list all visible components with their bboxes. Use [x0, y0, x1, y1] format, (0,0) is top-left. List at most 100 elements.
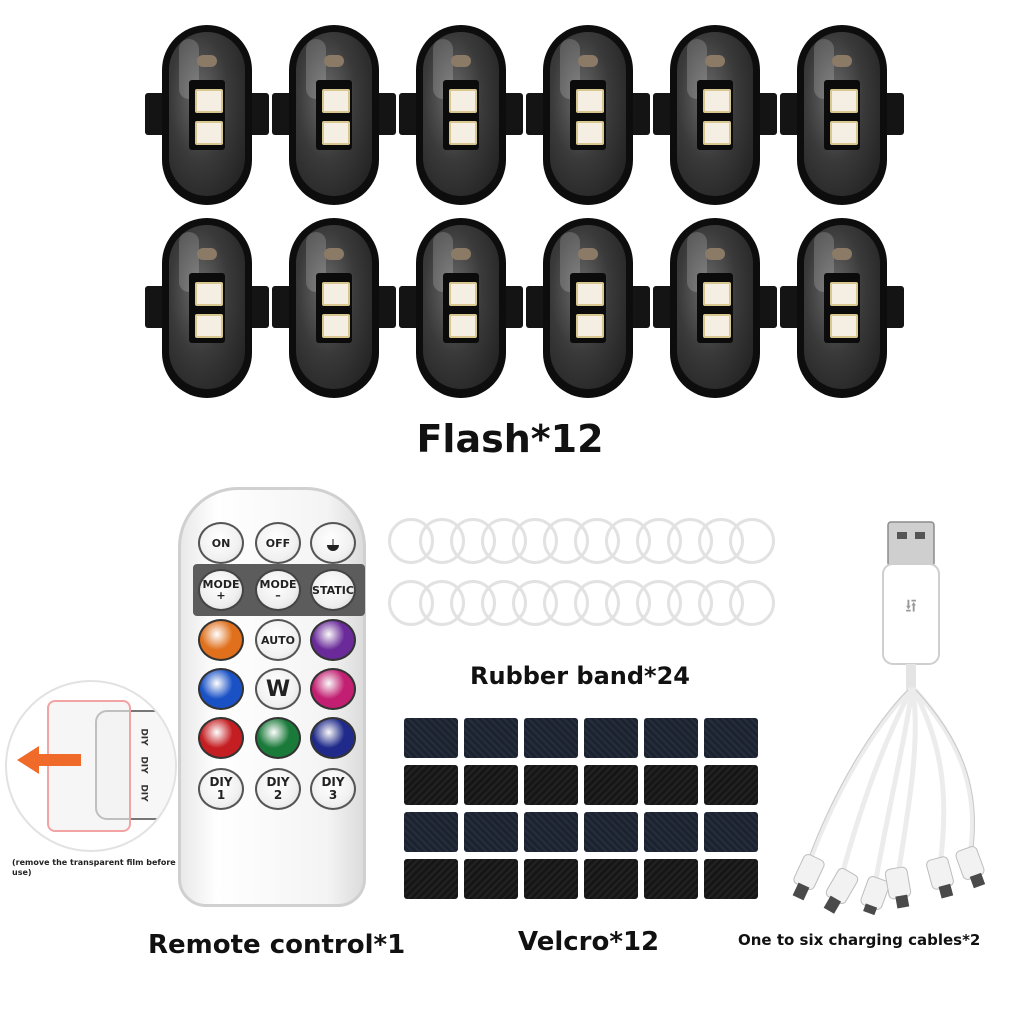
diy2-button[interactable]: DIY 2	[255, 768, 301, 810]
velcro-pad	[524, 718, 578, 758]
velcro-pad	[524, 765, 578, 805]
green-color-button[interactable]	[255, 717, 301, 759]
static-label: STATIC	[312, 583, 354, 597]
orange-color-button[interactable]	[198, 619, 244, 661]
switch	[832, 55, 852, 67]
flash-light	[526, 218, 650, 398]
sun-icon	[327, 539, 339, 551]
inset-diy-text: DIY	[138, 728, 149, 746]
w-label: W	[265, 676, 291, 702]
velcro-pad	[644, 718, 698, 758]
velcro-pad	[584, 859, 638, 899]
flash-light	[272, 218, 396, 398]
cables-label: One to six charging cables*2	[738, 931, 981, 949]
led	[195, 282, 223, 306]
static-button[interactable]: STATIC	[310, 569, 356, 611]
flash-light	[272, 25, 396, 205]
blue-color-button[interactable]	[198, 668, 244, 710]
flash-light	[145, 218, 269, 398]
flash-light	[399, 218, 523, 398]
flash-label: Flash*12	[416, 417, 604, 461]
led	[576, 89, 604, 113]
remote-label: Remote control*1	[148, 930, 406, 960]
led	[449, 314, 477, 338]
mode-plus-button[interactable]: MODE +	[198, 569, 244, 611]
rubber-band-label: Rubber band*24	[470, 662, 690, 690]
diy2-label: DIY 2	[266, 775, 290, 802]
mode-minus-button[interactable]: MODE –	[255, 569, 301, 611]
on-button[interactable]: ON	[198, 522, 244, 564]
led	[322, 89, 350, 113]
velcro-pad	[524, 812, 578, 852]
velcro-pad	[704, 765, 758, 805]
velcro-pad	[584, 718, 638, 758]
velcro-pad	[404, 859, 458, 899]
rubber-band	[729, 518, 775, 564]
mode-minus-label: MODE –	[259, 578, 297, 602]
transparent-film	[47, 700, 131, 832]
rubber-bands-grid	[388, 518, 788, 630]
led	[195, 314, 223, 338]
velcro-pad	[464, 765, 518, 805]
led	[703, 314, 731, 338]
brightness-button[interactable]	[310, 522, 356, 564]
led	[195, 89, 223, 113]
velcro-pad	[464, 718, 518, 758]
velcro-label: Velcro*12	[518, 927, 660, 957]
inset-diy-text: DIY	[138, 756, 149, 774]
switch	[451, 248, 471, 260]
switch	[578, 248, 598, 260]
led	[322, 314, 350, 338]
switch	[197, 55, 217, 67]
magenta-color-button[interactable]	[310, 668, 356, 710]
led	[322, 121, 350, 145]
red-color-button[interactable]	[198, 717, 244, 759]
flash-light	[780, 25, 904, 205]
led	[830, 282, 858, 306]
switch	[832, 248, 852, 260]
led	[830, 314, 858, 338]
velcro-pad	[644, 812, 698, 852]
diy1-label: DIY 1	[209, 775, 233, 802]
led	[449, 89, 477, 113]
velcro-pad	[404, 812, 458, 852]
velcro-pad	[704, 859, 758, 899]
arrow-left-icon	[37, 754, 81, 766]
velcro-pad	[464, 859, 518, 899]
velcro-pad	[644, 859, 698, 899]
diy1-button[interactable]: DIY 1	[198, 768, 244, 810]
velcro-pad	[464, 812, 518, 852]
charging-cable: ⭿	[792, 521, 986, 915]
led	[830, 89, 858, 113]
led	[703, 121, 731, 145]
off-button[interactable]: OFF	[255, 522, 301, 564]
purple-color-button[interactable]	[310, 619, 356, 661]
led	[703, 282, 731, 306]
white-button[interactable]: W	[255, 668, 301, 710]
led	[322, 282, 350, 306]
led	[195, 121, 223, 145]
auto-button[interactable]: AUTO	[255, 619, 301, 661]
diy3-label: DIY 3	[321, 775, 345, 802]
switch	[578, 55, 598, 67]
switch	[324, 248, 344, 260]
flash-lights-grid	[145, 25, 905, 410]
switch	[324, 55, 344, 67]
switch	[197, 248, 217, 260]
velcro-pad	[404, 765, 458, 805]
flash-light	[526, 25, 650, 205]
velcro-pad	[584, 812, 638, 852]
led	[830, 121, 858, 145]
switch	[705, 248, 725, 260]
velcro-pad	[704, 718, 758, 758]
led	[449, 121, 477, 145]
velcro-pad	[404, 718, 458, 758]
switch	[705, 55, 725, 67]
diy3-button[interactable]: DIY 3	[310, 768, 356, 810]
film-removal-inset: DIY DIY DIY	[5, 680, 177, 852]
rubber-band	[729, 580, 775, 626]
inset-diy-text: DIY	[138, 784, 149, 802]
usb-a-connector-icon	[887, 521, 935, 567]
led	[449, 282, 477, 306]
navy-color-button[interactable]	[310, 717, 356, 759]
